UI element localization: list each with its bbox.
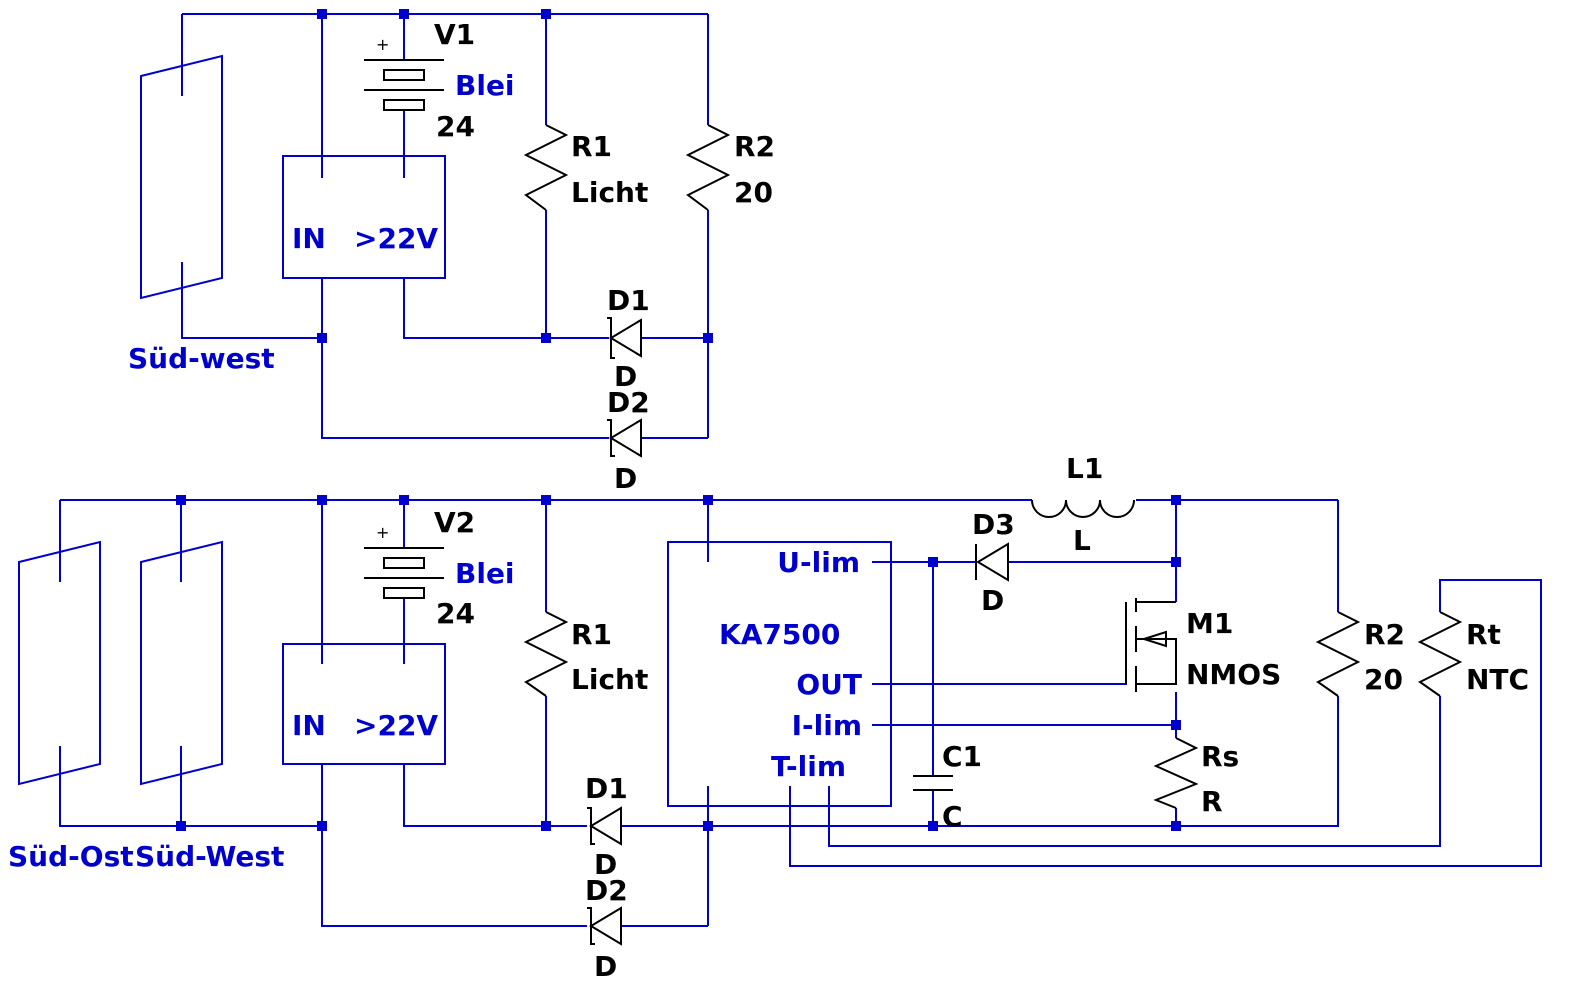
bottom-circuit: + — [8, 452, 1542, 983]
top-r2-value: 20 — [734, 176, 773, 209]
controller-pin-ilim: I-lim — [792, 709, 862, 742]
bottom-d1-symbol — [587, 806, 622, 846]
bottom-r2-value: 20 — [1364, 663, 1403, 696]
top-d1-symbol — [607, 317, 642, 359]
top-d2-name: D2 — [607, 386, 650, 419]
m1-value: NMOS — [1186, 658, 1281, 691]
bottom-battery-voltage: 24 — [436, 597, 475, 630]
m1-name: M1 — [1186, 607, 1233, 640]
bottom-d1-name: D1 — [585, 772, 628, 805]
bottom-r1-value: Licht — [571, 663, 648, 696]
bottom-relay-in-label: IN — [292, 709, 326, 742]
bottom-junctions — [176, 495, 1181, 831]
controller-pin-out: OUT — [796, 668, 862, 701]
bottom-panel-label-2: Süd-West — [135, 840, 284, 873]
rt-value: NTC — [1466, 663, 1529, 696]
controller-name: KA7500 — [719, 618, 840, 651]
rs-symbol — [1153, 737, 1199, 809]
top-battery-name: V1 — [434, 18, 475, 51]
bottom-d2-value: D — [594, 950, 617, 983]
top-relay-threshold-label: >22V — [354, 222, 438, 255]
top-circuit: + V1 Blei 24 IN >22V R1 Licht R2 — [128, 9, 775, 495]
top-junctions — [317, 9, 713, 343]
controller-pin-tlim: T-lim — [771, 750, 846, 783]
bottom-panel-label-1: Süd-Ost — [8, 840, 134, 873]
bottom-d1-value: D — [594, 848, 617, 881]
bottom-relay-box — [282, 643, 446, 765]
bottom-d2-name: D2 — [585, 874, 628, 907]
controller-pin-ulim: U-lim — [777, 546, 860, 579]
svg-text:+: + — [376, 523, 389, 542]
bottom-battery-name: V2 — [434, 506, 475, 539]
top-battery-voltage: 24 — [436, 110, 475, 143]
bottom-relay-threshold-label: >22V — [354, 709, 438, 742]
top-d1-name: D1 — [607, 284, 650, 317]
top-solar-panel — [140, 54, 223, 300]
rt-name: Rt — [1466, 618, 1501, 651]
svg-text:+: + — [376, 35, 389, 54]
top-relay-box — [282, 155, 446, 279]
top-wires — [181, 13, 709, 439]
m1-symbol — [1125, 598, 1177, 692]
bottom-r1-name: R1 — [571, 618, 612, 651]
rs-name: Rs — [1201, 740, 1239, 773]
top-battery-symbol: + — [364, 35, 444, 111]
c1-symbol — [913, 775, 953, 791]
bottom-r2-symbol — [1315, 611, 1361, 697]
controller-box — [667, 541, 892, 807]
top-d2-value: D — [614, 462, 637, 495]
top-r2-symbol — [685, 124, 731, 211]
top-r1-symbol — [523, 124, 569, 211]
top-panel-label: Süd-west — [128, 342, 275, 375]
c1-name: C1 — [942, 740, 982, 773]
l1-symbol — [1031, 499, 1135, 518]
bottom-solar-panel-1 — [18, 540, 101, 786]
top-relay-in-label: IN — [292, 222, 326, 255]
bottom-r2-name: R2 — [1364, 618, 1405, 651]
top-r1-name: R1 — [571, 130, 612, 163]
rs-value: R — [1201, 785, 1223, 818]
c1-value: C — [942, 800, 963, 833]
bottom-battery-value: Blei — [455, 557, 515, 590]
top-r1-value: Licht — [571, 176, 648, 209]
top-r2-name: R2 — [734, 130, 775, 163]
l1-value: L — [1073, 524, 1091, 557]
top-d2-symbol — [607, 418, 642, 458]
top-battery-value: Blei — [455, 69, 515, 102]
d3-symbol — [975, 542, 1009, 582]
d3-name: D3 — [972, 508, 1015, 541]
d3-value: D — [981, 584, 1004, 617]
bottom-battery-symbol: + — [364, 523, 444, 599]
l1-name: L1 — [1066, 452, 1103, 485]
bottom-solar-panel-2 — [140, 540, 223, 786]
top-d1-value: D — [614, 360, 637, 393]
bottom-r1-symbol — [523, 611, 569, 697]
rt-symbol — [1417, 611, 1463, 697]
bottom-d2-symbol — [587, 906, 622, 946]
